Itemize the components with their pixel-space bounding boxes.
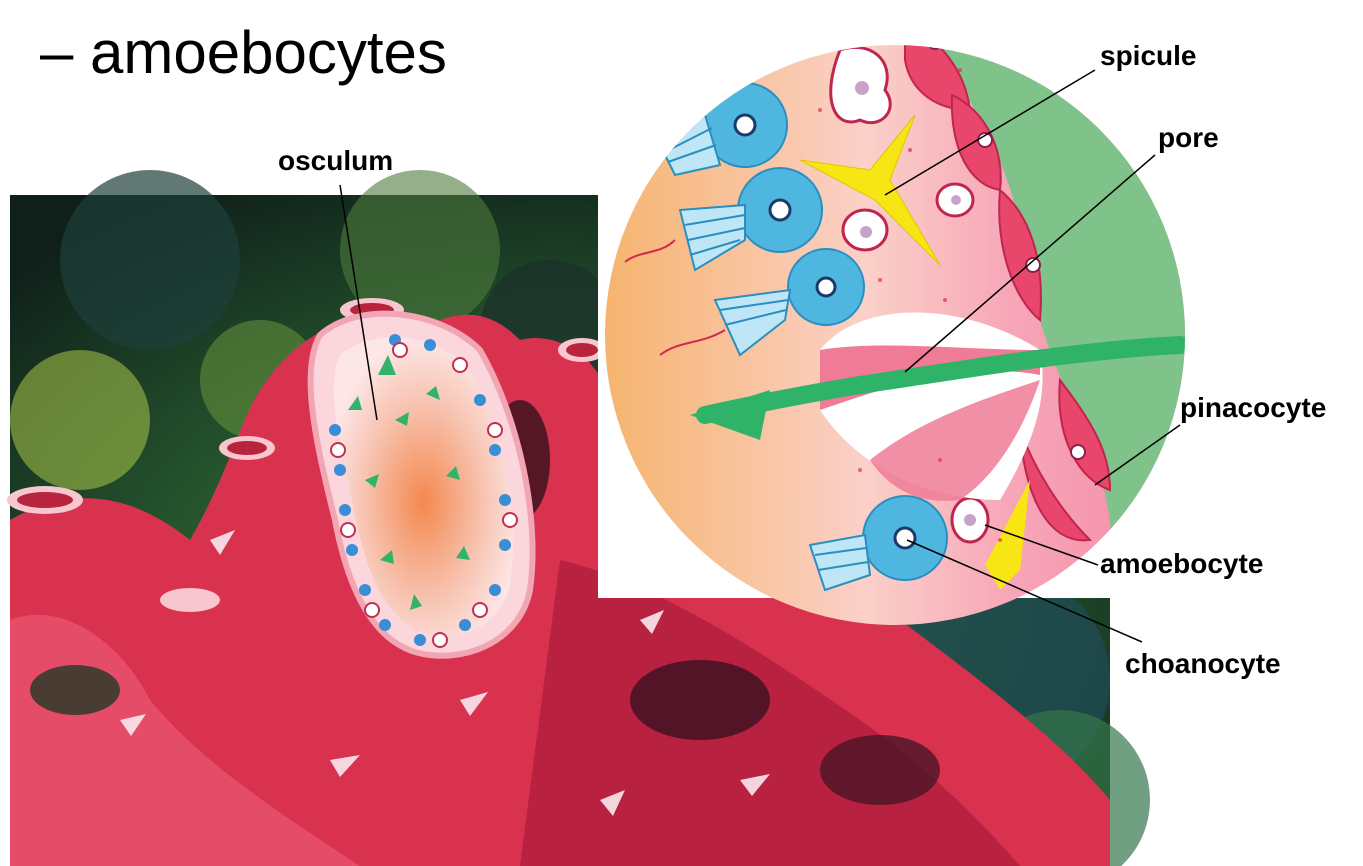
pinacocyte-label: pinacocyte <box>1180 392 1326 424</box>
amoebocyte-label: amoebocyte <box>1100 548 1263 580</box>
spicule-label: spicule <box>1100 40 1196 72</box>
pore-label: pore <box>1158 122 1219 154</box>
choanocyte-label: choanocyte <box>1125 648 1281 680</box>
osculum-label: osculum <box>278 145 393 177</box>
